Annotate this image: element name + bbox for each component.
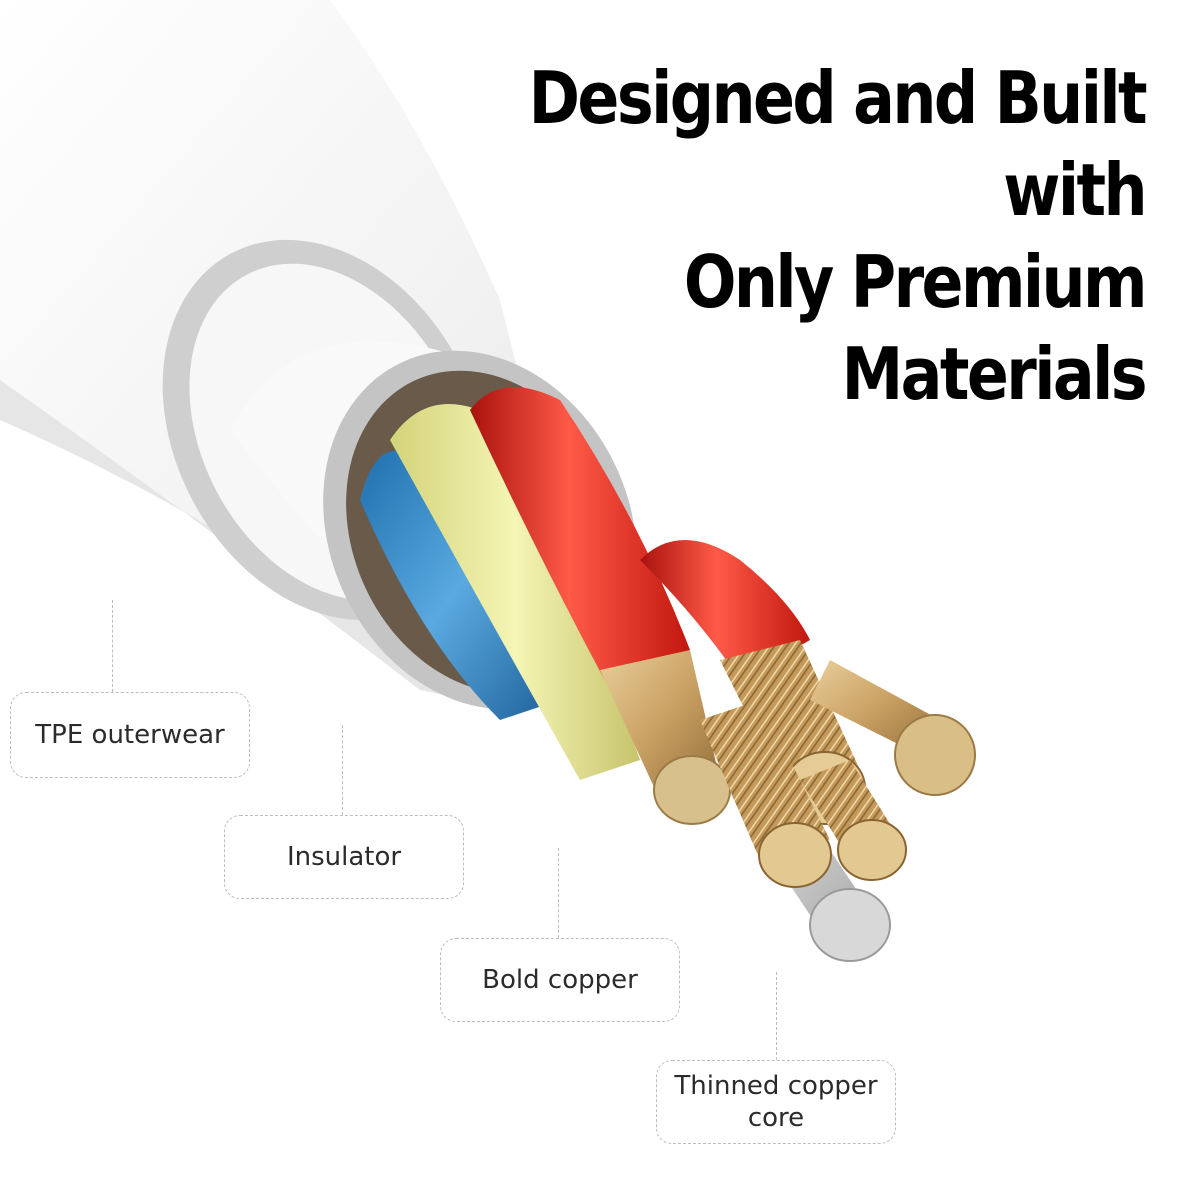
thinned-copper-strands <box>700 700 907 888</box>
leader-bold-copper <box>558 848 559 938</box>
yellow-wire <box>390 404 640 780</box>
callout-bold-copper-label: Bold copper <box>482 965 638 995</box>
callout-thinned-core-label: Thinned copper core <box>674 1071 878 1133</box>
callout-insulator: Insulator <box>224 815 464 899</box>
red-wire-front <box>470 387 731 825</box>
headline: Designed and Built with Only Premium Mat… <box>491 52 1148 420</box>
callout-bold-copper: Bold copper <box>440 938 680 1022</box>
headline-line-3: Materials <box>841 332 1148 416</box>
bold-copper-core <box>810 660 976 796</box>
callout-tpe-label: TPE outerwear <box>35 720 225 750</box>
headline-line-2: Only Premium <box>683 240 1148 324</box>
leader-thinned-core <box>776 972 777 1060</box>
callout-tpe-outerwear: TPE outerwear <box>10 692 250 778</box>
callout-thinned-copper-core: Thinned copper core <box>656 1060 896 1144</box>
leader-tpe <box>112 600 113 692</box>
leader-insulator <box>342 725 343 815</box>
callout-insulator-label: Insulator <box>286 842 402 872</box>
headline-line-1: Designed and Built with <box>528 56 1148 232</box>
